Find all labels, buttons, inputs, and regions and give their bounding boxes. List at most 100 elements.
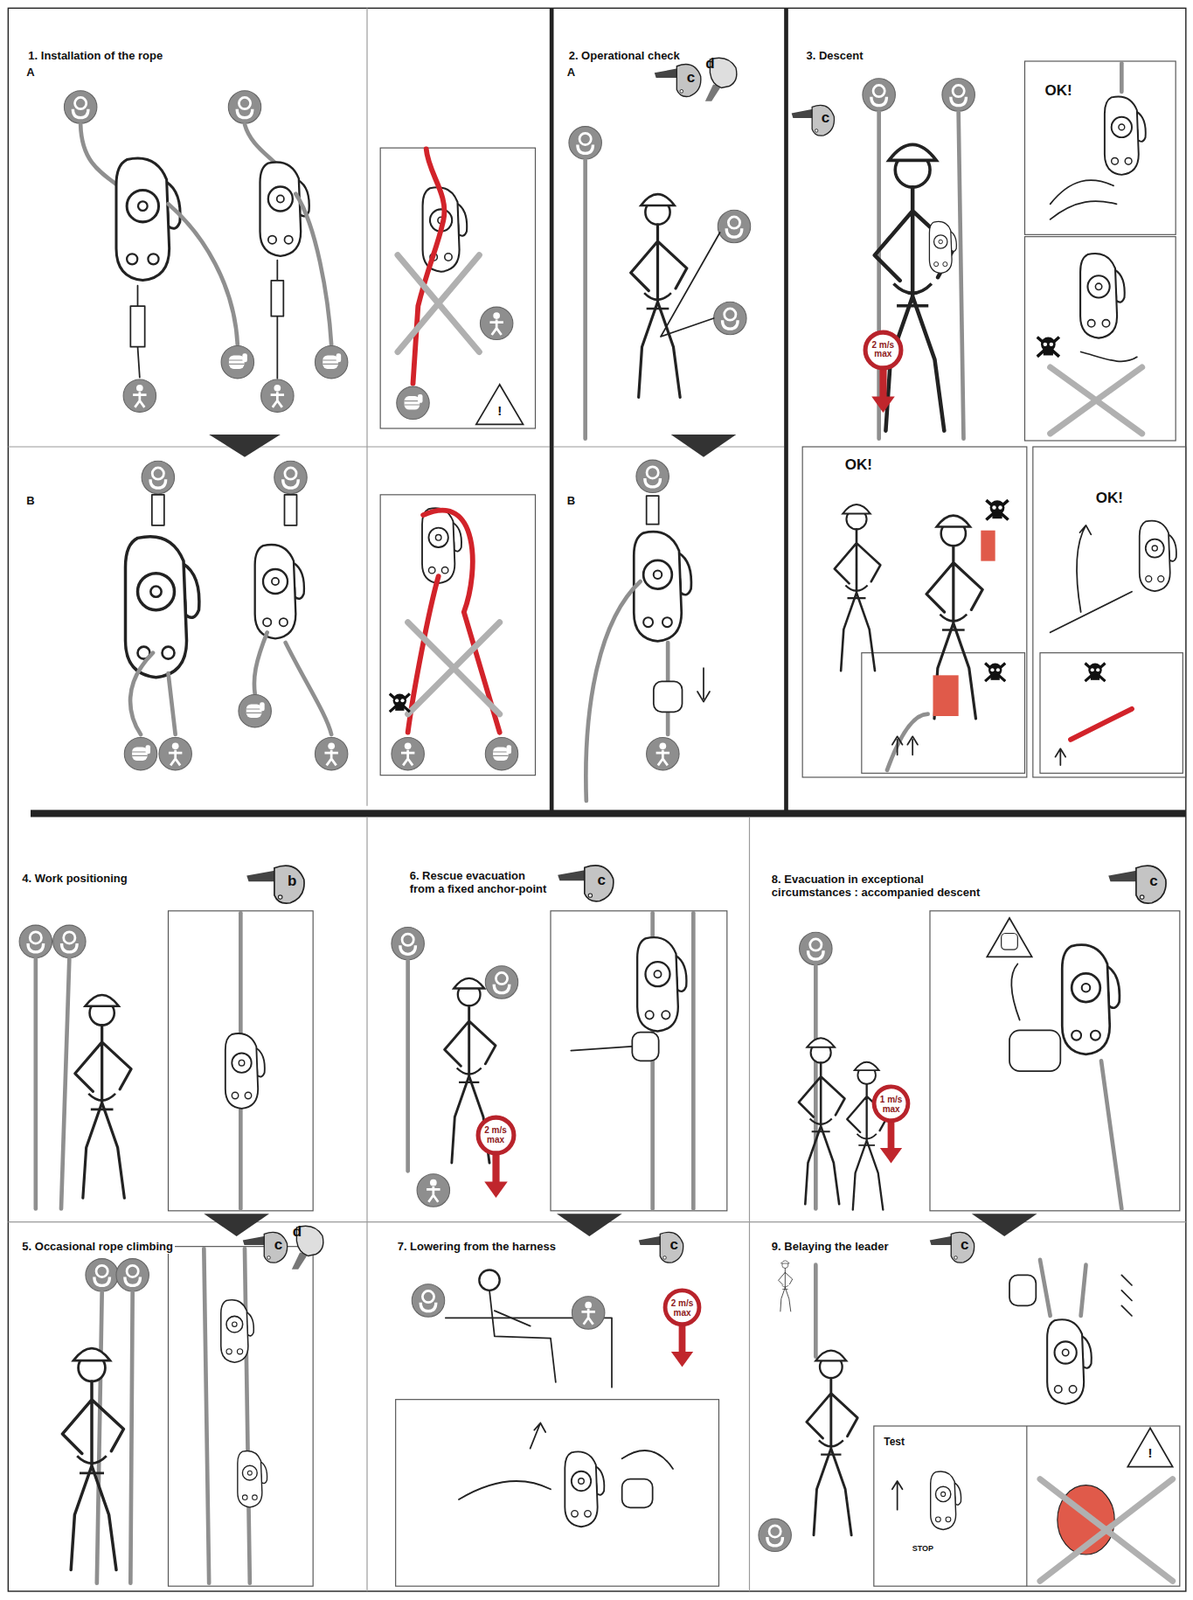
- descent-part: [887, 714, 929, 770]
- operational-check-part: [568, 126, 602, 160]
- handle-letter: c: [960, 1236, 969, 1252]
- operational-check-part: [636, 459, 669, 493]
- descent-part: [958, 111, 965, 438]
- step-panel: 6. Rescue evacuation from a fixed anchor…: [367, 817, 750, 1222]
- descent-part: [892, 735, 918, 755]
- rope-installation-part: [254, 631, 268, 694]
- evacuation: [758, 917, 1173, 1581]
- speed-limit-badge-outline: [492, 1152, 500, 1184]
- handle-position-icon-outline: [815, 128, 819, 132]
- panel-title: 9. Belaying the leader: [769, 1240, 891, 1254]
- descent-part: [874, 144, 954, 431]
- handle-position-icon-outline: [274, 865, 305, 903]
- rescue-part: [411, 1283, 444, 1317]
- evacuation-part: [1040, 1478, 1173, 1582]
- work-positioning-part: [97, 1291, 103, 1583]
- rope-installation-part: [285, 642, 333, 735]
- descent-part: [1084, 663, 1105, 682]
- operational-check-part: [585, 581, 640, 801]
- work-positioning-part: [75, 994, 132, 1198]
- handle-letter: d: [292, 1223, 330, 1239]
- handle-position-icon-outline: [1106, 861, 1170, 905]
- inset-frame-part: [861, 652, 1026, 774]
- step-arrow-part: [971, 1213, 1038, 1236]
- rope-installation-part: [314, 345, 347, 378]
- step-panel: 8. Evacuation in exceptional circumstanc…: [749, 817, 1187, 1222]
- handle-position-icon-outline: [676, 64, 701, 98]
- handle-position-icon-outline: [244, 861, 308, 905]
- handle-position-icon-outline: [790, 102, 838, 138]
- descent-part: [1119, 62, 1124, 92]
- rescue-part: [622, 1478, 653, 1508]
- handle-position-icon-outline: [241, 1228, 291, 1264]
- rope-installation-part: [168, 203, 238, 345]
- evacuation-part: [1047, 1318, 1092, 1404]
- rescue-part: [489, 1290, 556, 1382]
- handle-position-icon: c: [928, 1228, 978, 1264]
- work-positioning-part: [116, 1258, 149, 1291]
- speed-limit-badge-outline: [871, 395, 895, 412]
- frame-part: [7, 7, 1187, 1591]
- step-letter: B: [566, 493, 576, 506]
- handle-position-icon-outline: [652, 61, 704, 98]
- descent-part: [942, 78, 975, 111]
- descent-part: [1050, 180, 1117, 220]
- panel-title: 2. Operational check: [567, 49, 682, 63]
- handle-position-icon-outline: [663, 1255, 667, 1259]
- frame-part: [549, 7, 555, 814]
- evacuation-part: [1001, 933, 1019, 951]
- evacuation-part: [930, 1470, 962, 1530]
- speed-limit: 1 m/s max: [869, 1082, 913, 1126]
- handle-position-icon-outline: [584, 865, 614, 902]
- rescue-part: [478, 1269, 500, 1291]
- step-letter: B: [25, 493, 35, 506]
- step-arrow-part: [671, 434, 737, 458]
- handle-position-icon-outline: [659, 1231, 683, 1263]
- inset-frame-part: [168, 1246, 314, 1587]
- work-positioning-part: [130, 1291, 132, 1583]
- inset-frame-part: [802, 446, 1027, 777]
- frame-part: [749, 817, 750, 1592]
- inset-frame-part: [929, 910, 1180, 1211]
- handle-position-icon-outline: [811, 104, 834, 136]
- evacuation-part: [1101, 1060, 1122, 1208]
- illustration-part: [7, 7, 1187, 1591]
- handle-letter: c: [1149, 873, 1158, 888]
- inset-frame-part: [380, 494, 535, 776]
- evacuation-part: [778, 1260, 793, 1311]
- evacuation-part: [892, 1480, 903, 1510]
- frame-part: [366, 817, 368, 1592]
- work-positioning: [19, 912, 267, 1583]
- rope-installation-part: [116, 158, 181, 281]
- work-positioning-part: [244, 1248, 250, 1583]
- step-panel: 4. Work positioningb: [7, 817, 368, 1222]
- inset-frame-part: [1040, 652, 1183, 774]
- operational-check: [568, 126, 751, 801]
- speed-limit-badge-outline: [880, 1147, 902, 1163]
- handle-position-icon-outline: [267, 1255, 271, 1259]
- descent-part: [1055, 748, 1067, 765]
- rescue-part: [416, 1173, 450, 1207]
- handle-position-icon-outline: [277, 894, 283, 899]
- work-positioning-part: [225, 1033, 265, 1109]
- inset-frame-part: [395, 1399, 720, 1587]
- rescue-part: [564, 1450, 604, 1526]
- step-panel: 7. Lowering from the harnessc2 m/s max: [367, 1221, 750, 1591]
- evacuation-part: [806, 1350, 858, 1535]
- descent-part: [862, 78, 895, 111]
- operational-check-part: [717, 209, 750, 243]
- evacuation-part: [1011, 964, 1020, 1020]
- inset-frame-part: [1025, 61, 1177, 235]
- descent-part: [933, 674, 959, 716]
- operational-check-part: [697, 667, 710, 702]
- descent-part: [1081, 352, 1138, 362]
- rope-installation-part: [130, 285, 145, 378]
- rope-installation-part: [130, 652, 153, 735]
- step-letter: A: [566, 65, 576, 77]
- handle-letter: c: [274, 1236, 283, 1252]
- operational-check-part: [646, 736, 680, 770]
- rope-installation-part: [159, 736, 192, 770]
- rescue-part: [485, 965, 518, 999]
- speed-limit-badge-outline: [679, 1324, 687, 1353]
- frame-part: [554, 445, 785, 447]
